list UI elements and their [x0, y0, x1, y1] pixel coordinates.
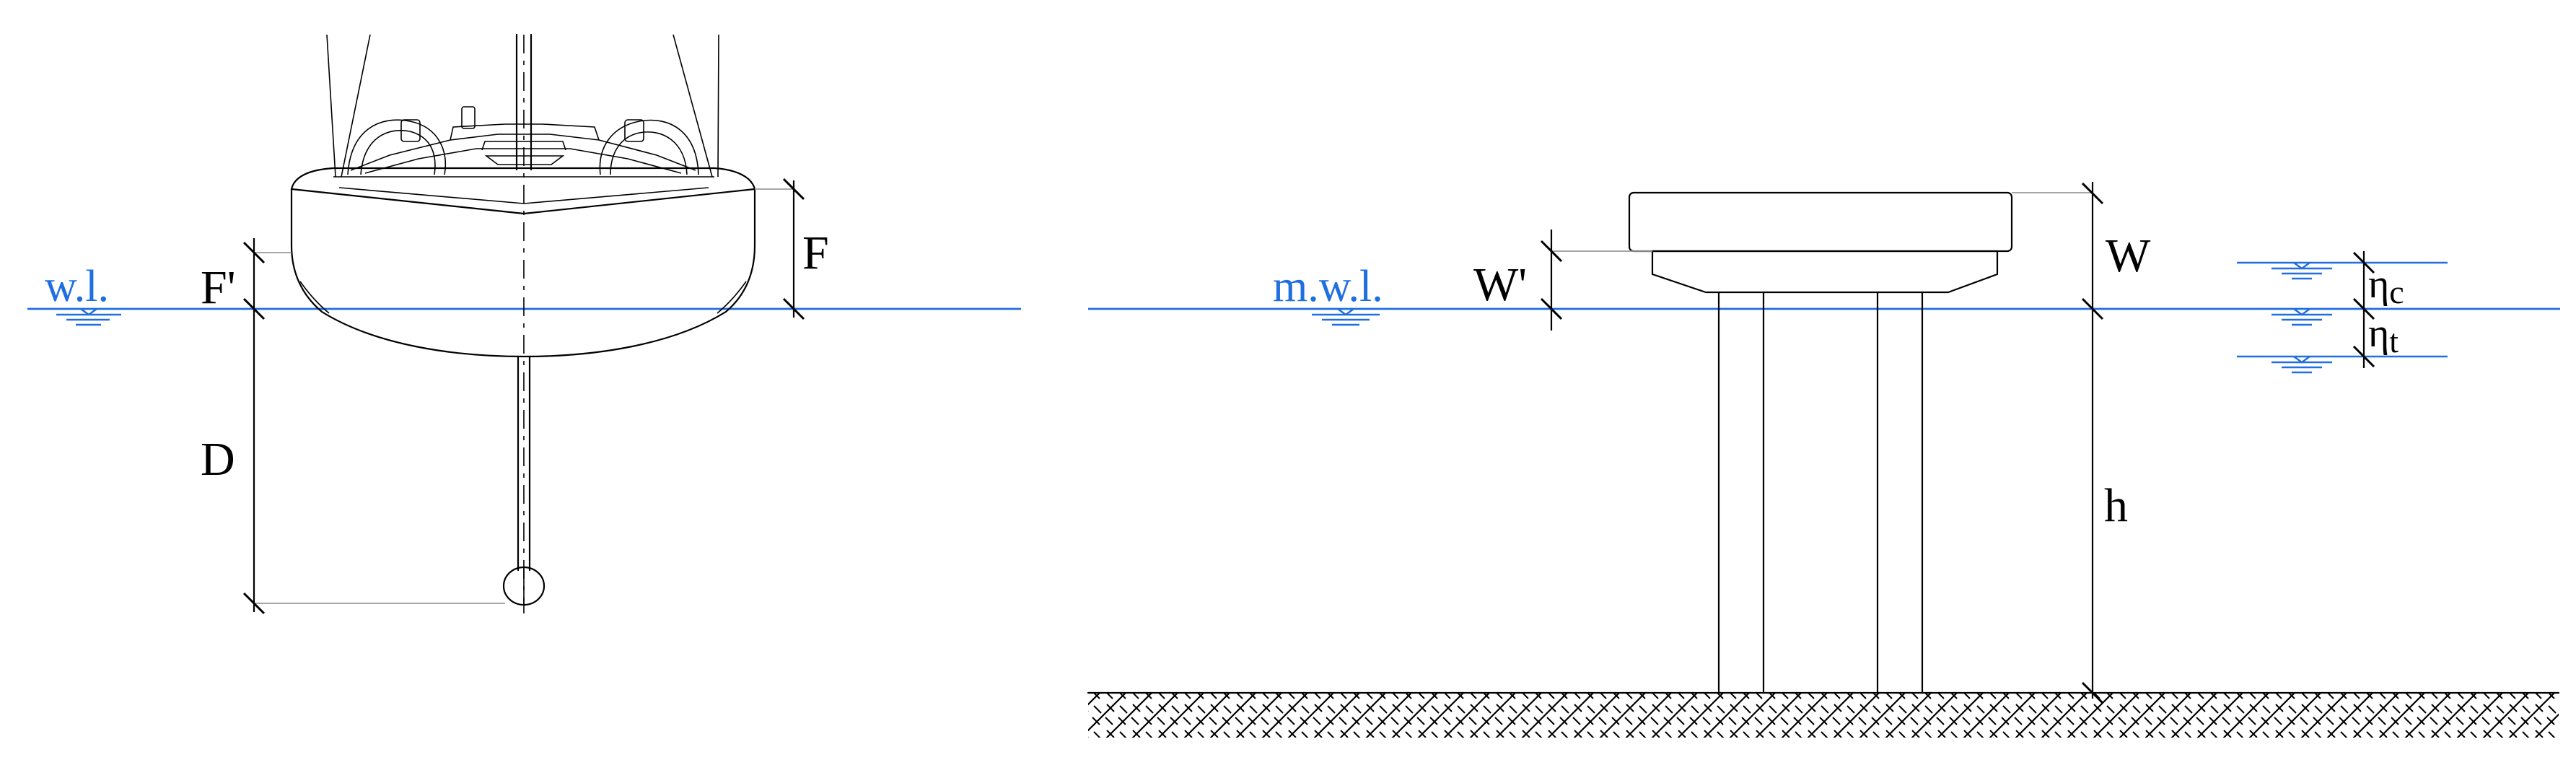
deck-height-label: W — [2106, 230, 2151, 282]
trough-amplitude-label: ηt — [2368, 311, 2398, 359]
dimension-f-prime — [242, 238, 266, 320]
boat-deck-equipment — [347, 106, 699, 175]
seabed — [1087, 691, 2560, 738]
draft-label: D — [201, 433, 235, 486]
structure-panel: m.w.l. W' — [1087, 182, 2560, 738]
dimension-w-prime — [1540, 230, 1563, 331]
platform-deck — [1628, 191, 2013, 253]
trough-subscript: t — [2389, 323, 2398, 359]
crest-amplitude-label: ηc — [2368, 262, 2404, 310]
mean-water-symbol-icon — [2271, 308, 2332, 326]
structure-guides — [1551, 192, 2093, 252]
freeboard-prime-label: F' — [201, 261, 236, 314]
mean-waterline-label: m.w.l. — [1273, 262, 1383, 311]
dimension-w — [2081, 182, 2104, 320]
platform-pile-cap — [1651, 250, 1999, 294]
boat-waterline-label: w.l. — [45, 262, 109, 311]
boat-guides — [254, 188, 794, 604]
dimension-h — [2081, 309, 2104, 704]
freeboard-label: F — [802, 227, 829, 279]
dimension-d — [242, 309, 266, 615]
boat-water-symbol-icon — [56, 308, 121, 326]
boat-rigging — [326, 34, 719, 178]
structure-water-symbol-icon — [1312, 308, 1380, 326]
crest-water-symbol-icon — [2271, 262, 2332, 280]
crest-subscript: c — [2389, 274, 2404, 310]
boat-hull — [290, 167, 756, 358]
dimension-f — [782, 178, 805, 320]
crest-symbol: η — [2368, 262, 2389, 307]
wave-amplitude-indicator — [2237, 251, 2448, 374]
boat-mast — [515, 33, 533, 171]
trough-water-symbol-icon — [2271, 356, 2332, 374]
deck-height-prime-label: W' — [1473, 258, 1527, 311]
platform-piles — [1717, 291, 1924, 694]
depth-label: h — [2104, 479, 2128, 532]
trough-symbol: η — [2368, 311, 2389, 356]
boat-panel: w.l. — [27, 33, 1021, 615]
